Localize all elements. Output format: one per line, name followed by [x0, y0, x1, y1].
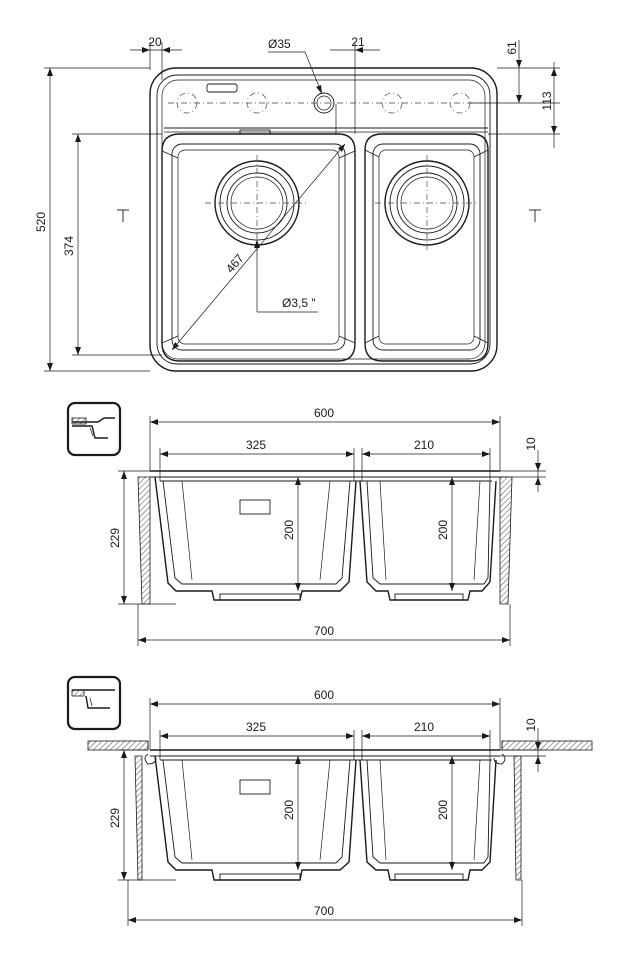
overflow-label: Ø3,5 "	[282, 296, 316, 310]
top-view: 520 374 20 Ø35	[34, 35, 560, 372]
sink-outer-rim	[149, 67, 498, 372]
deck-depth-label: 113	[540, 91, 554, 110]
big-drain	[205, 155, 309, 250]
edge-offset-label: 20	[148, 35, 162, 49]
tap-row-offset-label: 61	[505, 41, 519, 55]
total-height-label: 229	[108, 808, 122, 828]
undermount-icon	[66, 401, 122, 457]
dim-rim-height: 10	[500, 718, 546, 772]
dim-small-bowl-depth: 200	[436, 477, 455, 591]
small-drain	[375, 155, 479, 250]
dim-small-bowl-width: 210	[361, 438, 491, 481]
dim-big-bowl-depth: 200	[282, 756, 301, 870]
tap-holes	[168, 92, 482, 114]
dim-cutout-width: 600	[149, 688, 501, 750]
section-1: 600 325 210 10	[66, 401, 546, 646]
big-bowl-profile	[154, 755, 357, 881]
small-bowl-width-label: 210	[414, 438, 434, 452]
inset-mount-icon	[66, 675, 122, 731]
overflow-slot	[206, 83, 238, 93]
rim-height-label: 10	[524, 437, 538, 451]
bowl-depth-label: 374	[62, 236, 76, 256]
cutout-width-label: 600	[314, 688, 334, 702]
dim-cabinet-width: 700	[127, 880, 523, 926]
dim-big-bowl-depth: 200	[282, 477, 301, 591]
cabinet-width-label: 700	[314, 624, 334, 638]
total-height-label: 229	[108, 528, 122, 548]
dim-big-bowl-width: 325	[159, 438, 355, 481]
countertop-right	[501, 740, 593, 751]
dim-cutout-width: 600	[149, 406, 501, 471]
cutout-width-label: 600	[314, 406, 334, 420]
small-bowl-profile	[359, 759, 497, 881]
cabinet-width-label: 700	[314, 904, 334, 918]
small-bowl-depth-label: 200	[436, 800, 450, 820]
big-bowl-outline	[161, 133, 356, 362]
overall-depth-label: 520	[34, 212, 48, 232]
small-bowl-profile	[359, 480, 497, 601]
dim-cabinet-width: 700	[137, 604, 511, 646]
tap-hole-offset-label: 21	[351, 35, 365, 49]
big-bowl-depth-label: 200	[282, 800, 296, 820]
dim-rim-height: 10	[500, 437, 546, 492]
big-bowl-profile	[154, 476, 357, 601]
small-bowl-width-label: 210	[414, 720, 434, 734]
dim-total-height: 229	[108, 470, 176, 605]
cabinet-right	[513, 755, 522, 881]
dim-edge-offset: 20	[130, 35, 182, 80]
dim-deck-depth: 113	[488, 62, 560, 148]
dim-overflow: Ø3,5 "	[254, 240, 318, 313]
small-bowl-depth-label: 200	[436, 520, 450, 540]
dim-tap-hole-offset: 21	[330, 35, 380, 134]
dim-tap-row-offset: 61	[470, 40, 560, 104]
dim-bowl-depth: 374	[62, 133, 162, 356]
small-bowl-outline	[364, 133, 489, 362]
dim-small-bowl-depth: 200	[436, 756, 455, 870]
rim-height-label: 10	[524, 718, 538, 732]
big-bowl-width-label: 325	[246, 720, 266, 734]
section-2: 600 325 210 10	[66, 675, 593, 926]
section-marker-right	[529, 209, 541, 222]
countertop-left	[87, 740, 149, 751]
big-bowl-width-label: 325	[246, 438, 266, 452]
dim-big-bowl-width: 325	[159, 720, 355, 760]
diagonal-label: 467	[223, 251, 247, 276]
dim-tap-hole: Ø35	[268, 37, 323, 95]
counter-right	[499, 476, 513, 605]
tap-hole-label: Ø35	[268, 37, 291, 51]
dim-overall-depth: 520	[34, 67, 150, 372]
section-marker-left	[117, 209, 129, 222]
counter-left	[137, 476, 151, 605]
dim-small-bowl-width: 210	[361, 720, 491, 760]
cabinet-left	[134, 755, 143, 881]
big-bowl-depth-label: 200	[282, 520, 296, 540]
